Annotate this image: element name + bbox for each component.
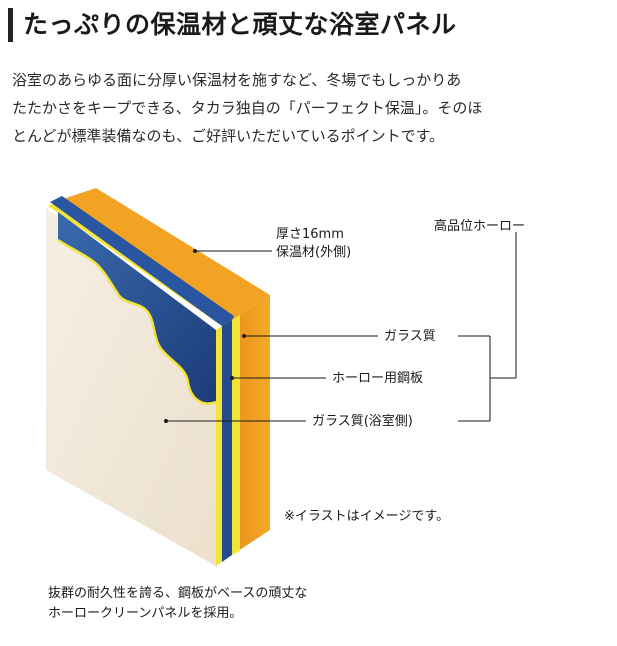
label-glass-outer: ガラス質 — [384, 329, 436, 344]
label-steel: ホーロー用鋼板 — [332, 371, 424, 386]
label-enamel: 高品位ホーロー — [434, 219, 526, 234]
label-insulation: 保温材(外側) — [276, 245, 352, 260]
illustration-note: ※イラストはイメージです。 — [284, 509, 450, 524]
intro-line: 浴室のあらゆる面に分厚い保温材を施すなど、冬場でもしっかりあ — [12, 71, 462, 89]
panel-caption: 抜群の耐久性を誇る、鋼板がベースの頑丈な ホーロークリーンパネルを採用。 — [48, 584, 307, 624]
steel-cutaway — [58, 212, 216, 404]
label-glass-inner: ガラス質(浴室側) — [312, 414, 413, 429]
title-accent-bar — [8, 8, 13, 42]
caption-line: ホーロークリーンパネルを採用。 — [48, 606, 243, 621]
panel-front-face — [46, 208, 216, 566]
caption-line: 抜群の耐久性を誇る、鋼板がベースの頑丈な — [48, 586, 308, 601]
insulation-side — [232, 295, 270, 555]
glass-inner-side — [216, 326, 222, 566]
glass-outer-side — [232, 315, 240, 555]
steel-side — [222, 320, 232, 562]
insulation-top — [60, 188, 270, 320]
label-thickness: 厚さ16mm — [276, 227, 344, 242]
intro-paragraph: 浴室のあらゆる面に分厚い保温材を施すなど、冬場でもしっかりあ たたかさをキープで… — [12, 66, 612, 150]
panel-illustration — [46, 188, 517, 566]
page-title: たっぷりの保温材と頑丈な浴室パネル — [23, 10, 457, 39]
intro-line: たたかさをキープできる、タカラ独自の「パーフェクト保温」。そのほ — [12, 99, 483, 117]
intro-line: とんどが標準装備なのも、ご好評いただいているポイントです。 — [12, 127, 445, 145]
steel-top — [50, 196, 234, 326]
